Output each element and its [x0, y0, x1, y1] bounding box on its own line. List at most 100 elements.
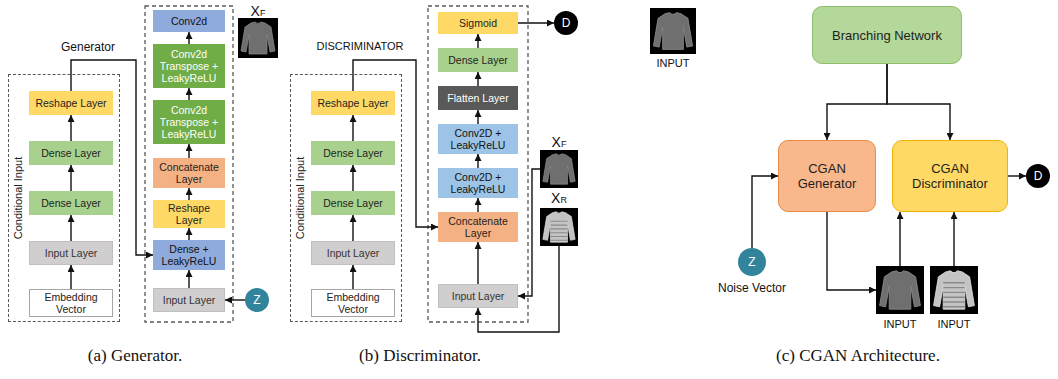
layer-box: Reshape Layer: [29, 91, 113, 115]
real-image: [540, 208, 578, 246]
node-label: Input Layer: [161, 294, 218, 306]
connector: [477, 110, 478, 124]
layer-box: Dense + LeakyReLU: [153, 240, 225, 270]
module-box: CGAN Generator: [778, 140, 876, 212]
node-label: Conv2d Transpose + LeakyReLU: [153, 104, 225, 140]
node-label: Embedding Vector: [312, 291, 394, 315]
layer-box: Embedding Vector: [29, 289, 113, 317]
image-label: INPUT: [884, 318, 917, 330]
output-circle: D: [554, 11, 578, 35]
layer-box: Input Layer: [311, 241, 395, 265]
image-label: XF: [251, 3, 266, 19]
sub-caption: (b) Discriminator.: [359, 346, 481, 366]
vector-circle: Z: [738, 248, 766, 276]
layer-box: Input Layer: [438, 284, 518, 308]
node-label: Conv2D + LeakyReLU: [438, 127, 518, 151]
node-label: Sigmoid: [457, 17, 499, 29]
node-label: Branching Network: [828, 28, 946, 43]
input-group: Conditional InputEmbedding Vector Input L…: [290, 74, 402, 322]
connector: [352, 115, 353, 141]
image-wire: [827, 212, 876, 290]
connector: [352, 165, 353, 191]
image-wire: [518, 169, 540, 296]
module-box: Branching Network: [812, 6, 962, 64]
connector: [827, 64, 887, 140]
image-label: INPUT: [657, 57, 690, 69]
node-label: Concatenate Layer: [153, 161, 225, 185]
input-image: [650, 8, 696, 54]
connector: [188, 228, 189, 240]
node-label: Z: [746, 256, 757, 268]
node-label: Reshape Layer: [33, 97, 108, 109]
layer-box: Reshape Layer: [153, 200, 225, 228]
layer-box: Concatenate Layer: [438, 212, 518, 242]
node-label: Dense Layer: [39, 147, 103, 159]
layer-box: Conv2d Transpose + LeakyReLU: [153, 100, 225, 144]
connector: [70, 165, 71, 191]
sub-caption: (c) CGAN Architecture.: [776, 346, 940, 366]
dashed-group: [145, 6, 233, 322]
node-label: Z: [251, 294, 262, 306]
node-label: Dense Layer: [446, 54, 510, 66]
node-label: D: [1032, 170, 1045, 182]
connector: [887, 64, 950, 140]
connector: [477, 154, 478, 168]
node-label: Concatenate Layer: [438, 215, 518, 239]
node-label: Conditional Input: [294, 157, 306, 240]
layer-box: Sigmoid: [438, 12, 518, 34]
layer-box: Conv2D + LeakyReLU: [438, 124, 518, 154]
layer-box: Dense Layer: [311, 191, 395, 215]
node-label: Reshape Layer: [153, 202, 225, 226]
layer-box: Conv2D + LeakyReLU: [438, 168, 518, 198]
layer-box: Reshape Layer: [311, 91, 395, 115]
connector: [477, 34, 478, 48]
layer-box: Dense Layer: [311, 141, 395, 165]
connector: [752, 176, 778, 248]
connector: [188, 88, 189, 100]
fake-image: [540, 150, 578, 188]
sub-caption: (a) Generator.: [88, 346, 182, 366]
node-label: Conv2d: [169, 15, 209, 27]
layer-box: Concatenate Layer: [153, 158, 225, 188]
image-wire: [953, 212, 954, 266]
layer-box: Conv2d Transpose + LeakyReLU: [153, 44, 225, 88]
layer-box: Input Layer: [153, 288, 225, 312]
connector: [477, 242, 478, 284]
node-label: Input Layer: [43, 247, 100, 259]
connector: [70, 115, 71, 141]
node-label: Reshape Layer: [315, 97, 390, 109]
layer-box: Embedding Vector: [311, 289, 395, 317]
input-group: Conditional InputEmbedding VectorInput L…: [8, 74, 120, 322]
node-label: Flatten Layer: [445, 92, 510, 104]
layer-box: Input Layer: [29, 241, 113, 265]
layer-box: Flatten Layer: [438, 86, 518, 110]
image-label: XF: [552, 134, 567, 150]
connector: [477, 72, 478, 86]
connector: [352, 215, 353, 241]
connector: [188, 188, 189, 200]
image-label: XR: [551, 190, 567, 206]
layer-box: Dense Layer: [29, 191, 113, 215]
input-image: [930, 266, 978, 314]
vector-label: Noise Vector: [718, 281, 786, 295]
node-label: Dense + LeakyReLU: [153, 243, 225, 267]
connector: [70, 215, 71, 241]
connector: [188, 32, 189, 44]
layer-box: Dense Layer: [438, 48, 518, 72]
node-label: Dense Layer: [321, 147, 385, 159]
connector: [477, 198, 478, 212]
connector: [518, 22, 554, 23]
dashed-group: [428, 6, 528, 322]
node-label: Conv2d Transpose + LeakyReLU: [153, 48, 225, 84]
node-label: D: [560, 17, 573, 29]
node-label: CGAN Discriminator: [893, 161, 1007, 191]
input-image: [876, 266, 924, 314]
output-circle: D: [1026, 164, 1050, 188]
connector: [352, 265, 353, 289]
connector: [188, 270, 189, 288]
node-label: CGAN Generator: [779, 161, 875, 191]
vector-circle: Z: [245, 288, 269, 312]
layer-box: Conv2d: [153, 10, 225, 32]
node-label: Dense Layer: [321, 197, 385, 209]
